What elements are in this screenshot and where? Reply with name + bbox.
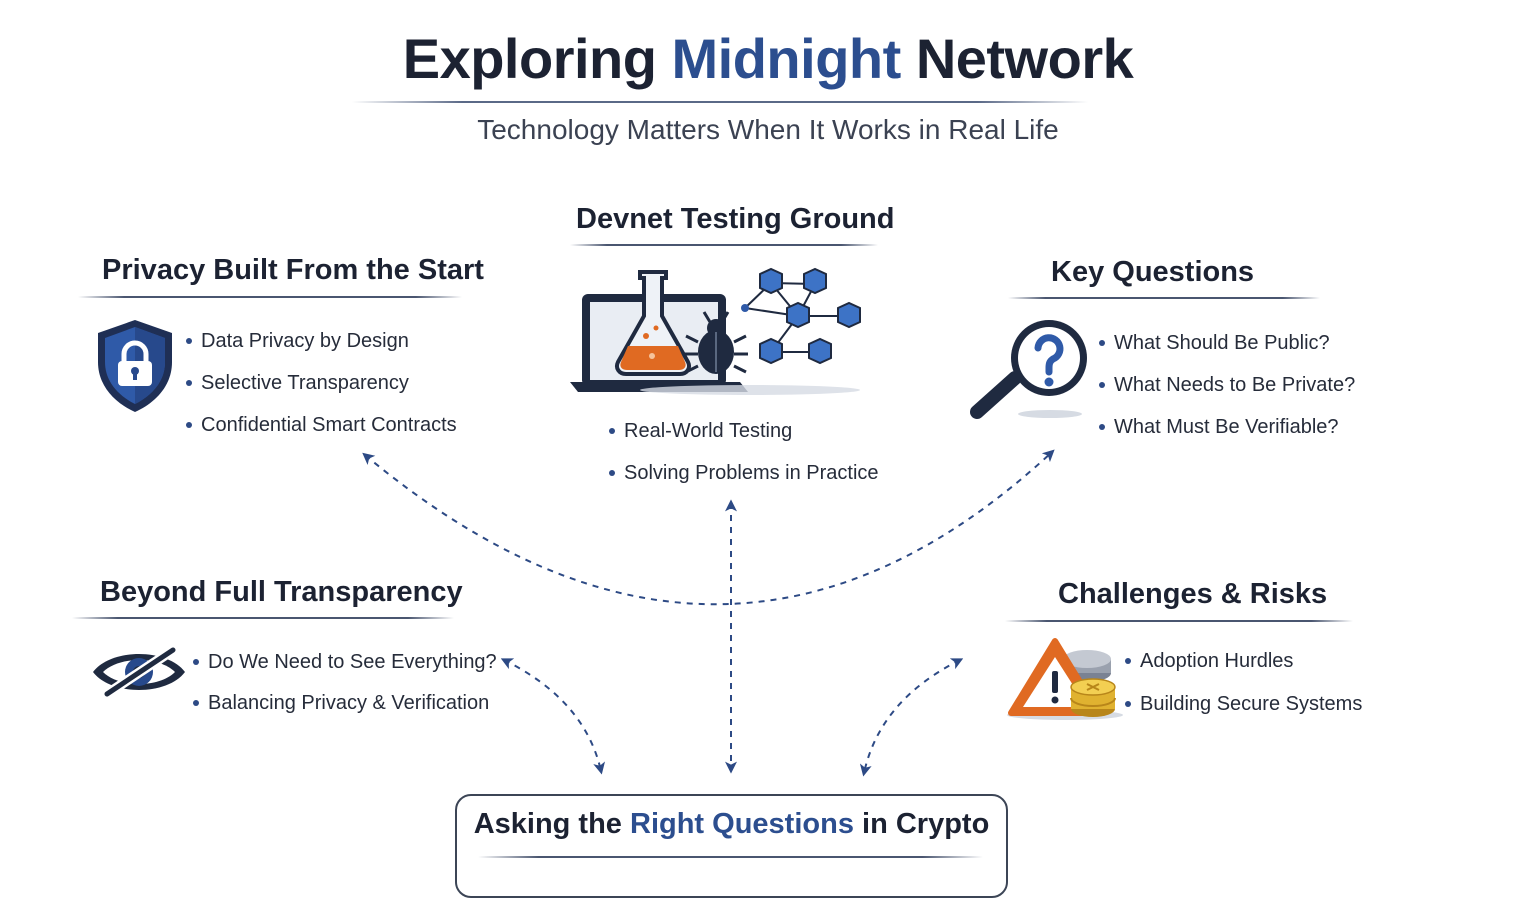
page-title: Exploring Midnight Network (0, 26, 1536, 91)
privacy-section-divider (78, 296, 462, 298)
left-connector (500, 658, 606, 775)
bottom-part-2: in Crypto (853, 808, 990, 840)
list-item: Selective Transparency (186, 369, 457, 397)
list-item: What Needs to Be Private? (1099, 371, 1355, 399)
devnet-section-title: Devnet Testing Ground (576, 203, 895, 235)
challenges-section-title: Challenges & Risks (1058, 578, 1328, 610)
questions-list: What Should Be Public? What Needs to Be … (1099, 329, 1355, 441)
page-subtitle: Technology Matters When It Works in Real… (477, 114, 1059, 145)
devnet-list: Real-World Testing Solving Problems in P… (609, 417, 879, 487)
title-part-2: Network (900, 27, 1134, 90)
list-item: Do We Need to See Everything? (193, 648, 497, 676)
magnifier-question-icon (970, 320, 1087, 419)
list-item: Solving Problems in Practice (609, 459, 879, 487)
shield-lock-icon (98, 320, 172, 412)
list-item: Balancing Privacy & Verification (193, 689, 497, 717)
challenges-section-divider (1005, 620, 1353, 622)
bottom-callout-title: Asking the Right Questions in Crypto (455, 808, 1008, 841)
transparency-list: Do We Need to See Everything? Balancing … (193, 648, 497, 717)
title-part-1: Exploring (402, 27, 672, 90)
bottom-part-1: Asking the (473, 808, 630, 840)
connector-arrows (362, 449, 1055, 777)
list-item: Data Privacy by Design (186, 327, 457, 355)
bottom-accent: Right Questions (630, 808, 854, 840)
list-item: What Must Be Verifiable? (1099, 413, 1355, 441)
list-item: Confidential Smart Contracts (186, 411, 457, 439)
questions-section-title: Key Questions (1051, 256, 1255, 288)
list-item: Adoption Hurdles (1125, 647, 1362, 675)
privacy-section-title: Privacy Built From the Start (102, 254, 484, 286)
bottom-callout-divider (478, 856, 983, 858)
right-connector (859, 658, 964, 777)
devnet-section-divider (570, 244, 878, 246)
privacy-list: Data Privacy by Design Selective Transpa… (186, 327, 457, 439)
transparency-section-title: Beyond Full Transparency (100, 576, 463, 608)
title-accent: Midnight (671, 27, 902, 90)
title-divider (352, 101, 1088, 103)
list-item: Building Secure Systems (1125, 690, 1362, 718)
transparency-section-divider (72, 617, 454, 619)
list-item: Real-World Testing (609, 417, 879, 445)
challenges-list: Adoption Hurdles Building Secure Systems (1125, 647, 1362, 718)
warning-coins-icon (1007, 638, 1123, 720)
laptop-flask-bug-network-icon (570, 267, 861, 395)
list-item: What Should Be Public? (1099, 329, 1355, 357)
questions-section-divider (1008, 297, 1320, 299)
eye-slash-icon (93, 645, 185, 699)
